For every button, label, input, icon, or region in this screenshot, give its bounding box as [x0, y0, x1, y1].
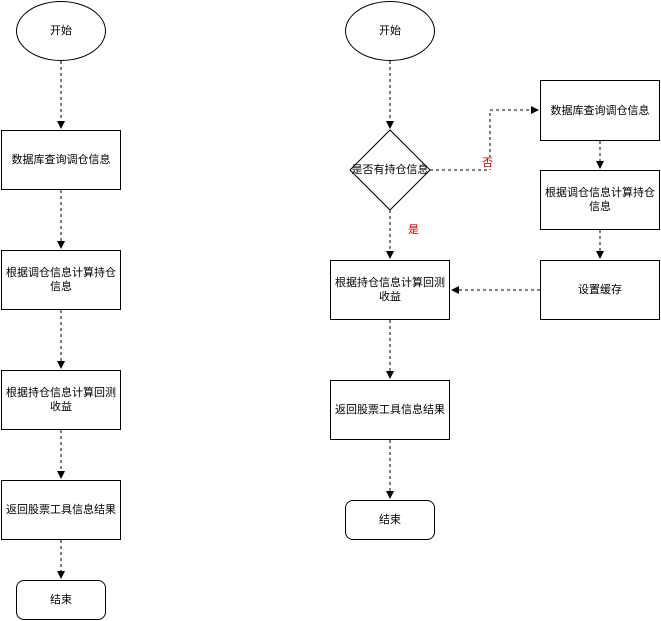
right-set-cache-label: 设置缓存	[578, 283, 622, 296]
left-end-node: 结束	[16, 580, 106, 620]
right-calc-return-label: 根据持仓信息计算回测收益	[335, 276, 445, 303]
left-calc-position-node: 根据调仓信息计算持仓信息	[1, 250, 121, 310]
left-query-label: 数据库查询调仓信息	[11, 153, 111, 166]
decision-label: 是否有持仓信息	[351, 163, 429, 176]
left-result-node: 返回股票工具信息结果	[1, 480, 121, 540]
right-start-label: 开始	[379, 24, 401, 37]
right-query-label: 数据库查询调仓信息	[550, 103, 650, 117]
right-start-node: 开始	[345, 1, 435, 61]
left-end-label: 结束	[50, 593, 72, 606]
left-calc-return-node: 根据持仓信息计算回测收益	[1, 370, 121, 430]
left-calc-return-label: 根据持仓信息计算回测收益	[6, 386, 116, 413]
right-end-node: 结束	[345, 500, 435, 540]
decision-diamond	[349, 129, 431, 211]
right-calc-position-label: 根据调仓信息计算持仓信息	[545, 186, 655, 213]
right-calc-return-node: 根据持仓信息计算回测收益	[330, 260, 450, 320]
left-result-label: 返回股票工具信息结果	[6, 503, 116, 516]
left-query-node: 数据库查询调仓信息	[1, 130, 121, 190]
right-end-label: 结束	[379, 513, 401, 526]
edge-right-decision-no	[430, 106, 539, 171]
left-start-label: 开始	[50, 24, 72, 37]
right-result-node: 返回股票工具信息结果	[330, 380, 450, 440]
right-calc-position-node: 根据调仓信息计算持仓信息	[540, 170, 660, 230]
right-query-node: 数据库查询调仓信息	[540, 80, 660, 141]
no-branch-label: 否	[482, 156, 493, 169]
left-calc-position-label: 根据调仓信息计算持仓信息	[6, 266, 116, 293]
left-start-node: 开始	[16, 1, 106, 61]
yes-branch-label: 是	[408, 223, 419, 236]
right-result-label: 返回股票工具信息结果	[335, 403, 445, 416]
right-set-cache-node: 设置缓存	[540, 260, 660, 320]
